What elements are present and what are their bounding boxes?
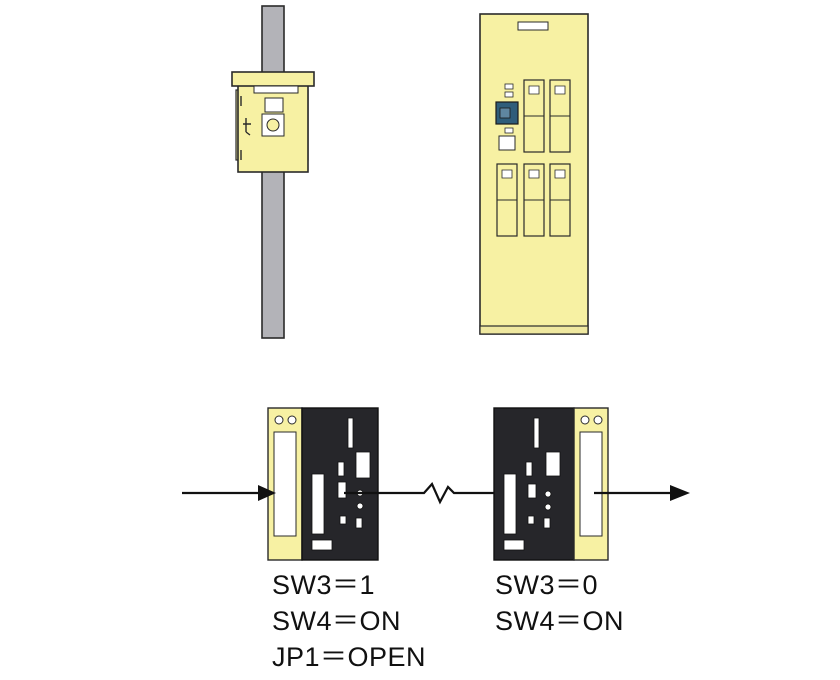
control-box-hood <box>231 71 315 87</box>
name-plate <box>253 85 299 94</box>
breaker-latch <box>528 85 566 95</box>
cabinet-nameplate <box>517 21 549 31</box>
board-component <box>545 451 561 477</box>
board-led <box>356 502 364 510</box>
setting-label: SW3＝0 <box>495 570 599 600</box>
meter-window <box>264 97 284 113</box>
board-component <box>337 481 347 499</box>
right-module-settings: SW3＝0 SW4＝ON <box>495 567 624 639</box>
board-component <box>355 451 371 479</box>
breaker-row-upper <box>523 79 571 153</box>
cabinet-plinth <box>479 325 589 335</box>
board-connector <box>503 473 517 535</box>
terminal-block <box>498 135 516 151</box>
board-component <box>525 461 533 477</box>
signal-flow <box>182 481 690 505</box>
output-arrow-head-icon <box>670 485 690 501</box>
board-led <box>544 490 552 498</box>
setting-label: SW4＝ON <box>495 606 625 636</box>
board-component <box>355 517 363 529</box>
board-component <box>337 461 345 477</box>
module-left <box>267 407 379 561</box>
rail-screw <box>593 415 603 425</box>
indicator-lamp <box>504 91 514 98</box>
breaker-row-lower <box>496 163 571 237</box>
rail-screw <box>287 415 297 425</box>
indicator-lamp <box>504 127 514 134</box>
rail-screw <box>274 415 284 425</box>
board-component <box>543 517 551 529</box>
board-component <box>527 483 537 499</box>
connection-cable-break <box>344 481 494 505</box>
latch-handle-icon <box>243 118 251 136</box>
module-right <box>493 407 609 561</box>
board-led <box>544 503 552 511</box>
rail-screw <box>580 415 590 425</box>
setting-label: JP1＝OPEN <box>272 642 427 672</box>
left-module-settings: SW3＝1 SW4＝ON JP1＝OPEN <box>272 567 426 675</box>
setting-label: SW4＝ON <box>272 606 402 636</box>
board-terminal <box>503 539 525 551</box>
board-component <box>533 417 540 449</box>
gauge-dial <box>266 118 280 132</box>
board-component <box>527 515 535 525</box>
indicator-lamp <box>504 83 514 90</box>
cabinet <box>479 13 589 335</box>
rail-slot <box>579 431 603 537</box>
board-component <box>347 417 354 449</box>
board-terminal <box>311 539 333 551</box>
control-unit-display <box>499 107 511 119</box>
input-arrow-head-icon <box>258 485 276 501</box>
board-connector <box>311 473 325 535</box>
pole-mounted-box <box>231 5 315 339</box>
rail-slot <box>273 431 297 537</box>
setting-label: SW3＝1 <box>272 570 376 600</box>
board-component <box>339 515 347 525</box>
breaker-latch <box>501 169 566 179</box>
